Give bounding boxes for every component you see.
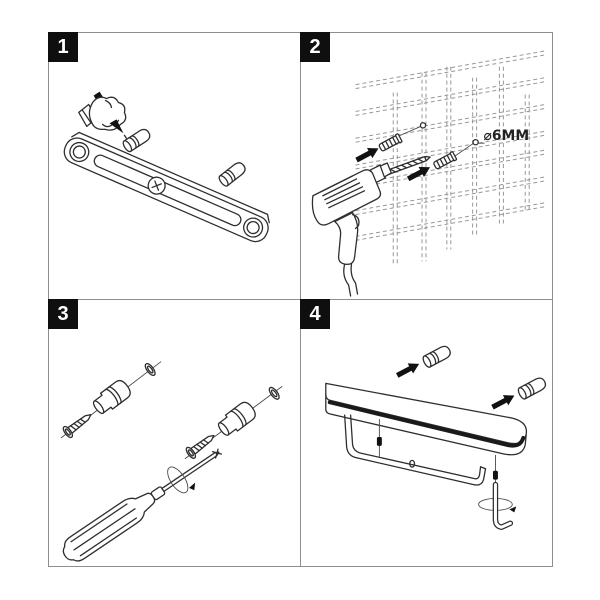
step-number: 2 [309, 35, 321, 58]
expansion-sleeve [217, 401, 256, 436]
panel-step-1: 1 [48, 32, 301, 300]
drill-hole-markers [398, 122, 485, 157]
screw [62, 414, 92, 439]
wall-plug [433, 151, 458, 170]
step-2-illustration: ⌀6MM [311, 50, 546, 297]
insert-arrow-icon [491, 395, 515, 410]
step-number: 3 [57, 302, 69, 325]
panel-step-4: 4 [300, 299, 553, 567]
set-screw [492, 470, 498, 480]
panel-step-2: ⌀6MM [300, 32, 553, 300]
anchor-cap [122, 128, 151, 153]
anchor-cap [422, 345, 451, 368]
step-4-illustration [325, 345, 547, 530]
hand-with-pencil-icon [78, 91, 128, 139]
mounting-bar [63, 131, 270, 243]
step-3-badge: 3 [48, 299, 78, 329]
anchor-cap [517, 377, 547, 400]
shelf-with-roll-holder [325, 382, 528, 487]
insert-arrow-icon [355, 147, 379, 163]
cover-cap [144, 362, 156, 377]
expansion-sleeve [92, 379, 131, 415]
step-1-illustration [63, 91, 270, 243]
set-screw [376, 436, 382, 446]
insert-arrow-icon [406, 166, 431, 182]
rotation-arrow-icon [167, 466, 189, 494]
step-2-badge: 2 [300, 32, 330, 62]
anchor-cap [218, 162, 246, 187]
instruction-sheet: 1 ⌀6MM [48, 32, 554, 567]
roll-holder-bar [344, 414, 487, 486]
step-4-badge: 4 [300, 299, 330, 329]
step-number: 4 [309, 302, 321, 325]
cover-cap [268, 386, 280, 400]
hex-key-icon [492, 481, 514, 530]
screwdriver-icon [62, 448, 223, 562]
step-3-illustration [60, 361, 283, 562]
panel-step-3: 3 [48, 299, 301, 567]
screw [185, 434, 215, 459]
hole-diameter-label: ⌀6MM [484, 128, 530, 144]
power-drill-icon [311, 155, 431, 297]
step-number: 1 [57, 35, 69, 58]
wall-plug [378, 133, 403, 152]
insert-arrow-icon [396, 363, 420, 378]
step-1-badge: 1 [48, 32, 78, 62]
